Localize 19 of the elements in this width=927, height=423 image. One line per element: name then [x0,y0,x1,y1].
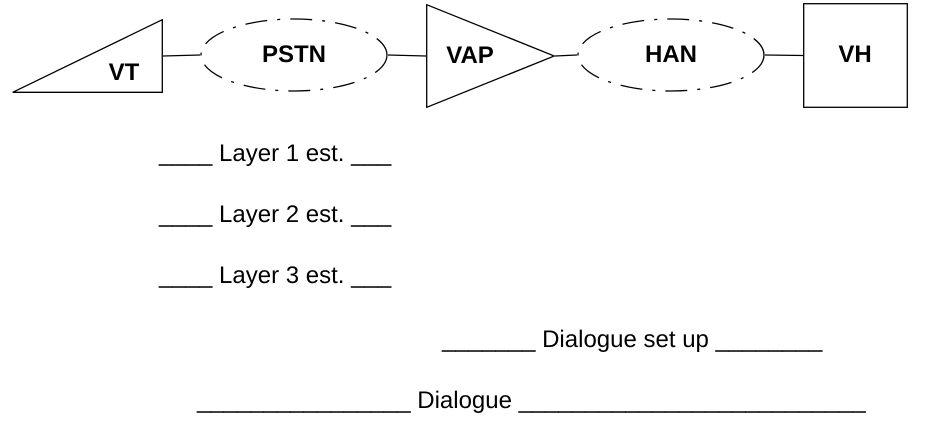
node-label: HAN [645,43,697,67]
message-label: ____ Layer 1 est. ___ [159,142,392,166]
node-label: VT [108,61,140,85]
dash-dot-ellipse [577,18,765,92]
node-label: PSTN [262,43,326,67]
message-label: ________________ Dialogue __________________________ [197,389,866,413]
dash-dot-ellipse [200,18,388,92]
node-label: VAP [446,44,494,68]
connector-line [765,54,803,56]
message-label: ____ Layer 2 est. ___ [159,203,392,227]
triangle-shape [426,4,555,108]
node-label: VH [838,43,872,67]
connector-line [554,54,578,57]
message-label: ____ Layer 3 est. ___ [159,264,392,288]
message-label: _______ Dialogue set up ________ [442,328,822,352]
connector-line [162,54,200,57]
connector-line [388,54,426,57]
right-triangle-shape [12,19,163,93]
square-box [803,3,908,108]
